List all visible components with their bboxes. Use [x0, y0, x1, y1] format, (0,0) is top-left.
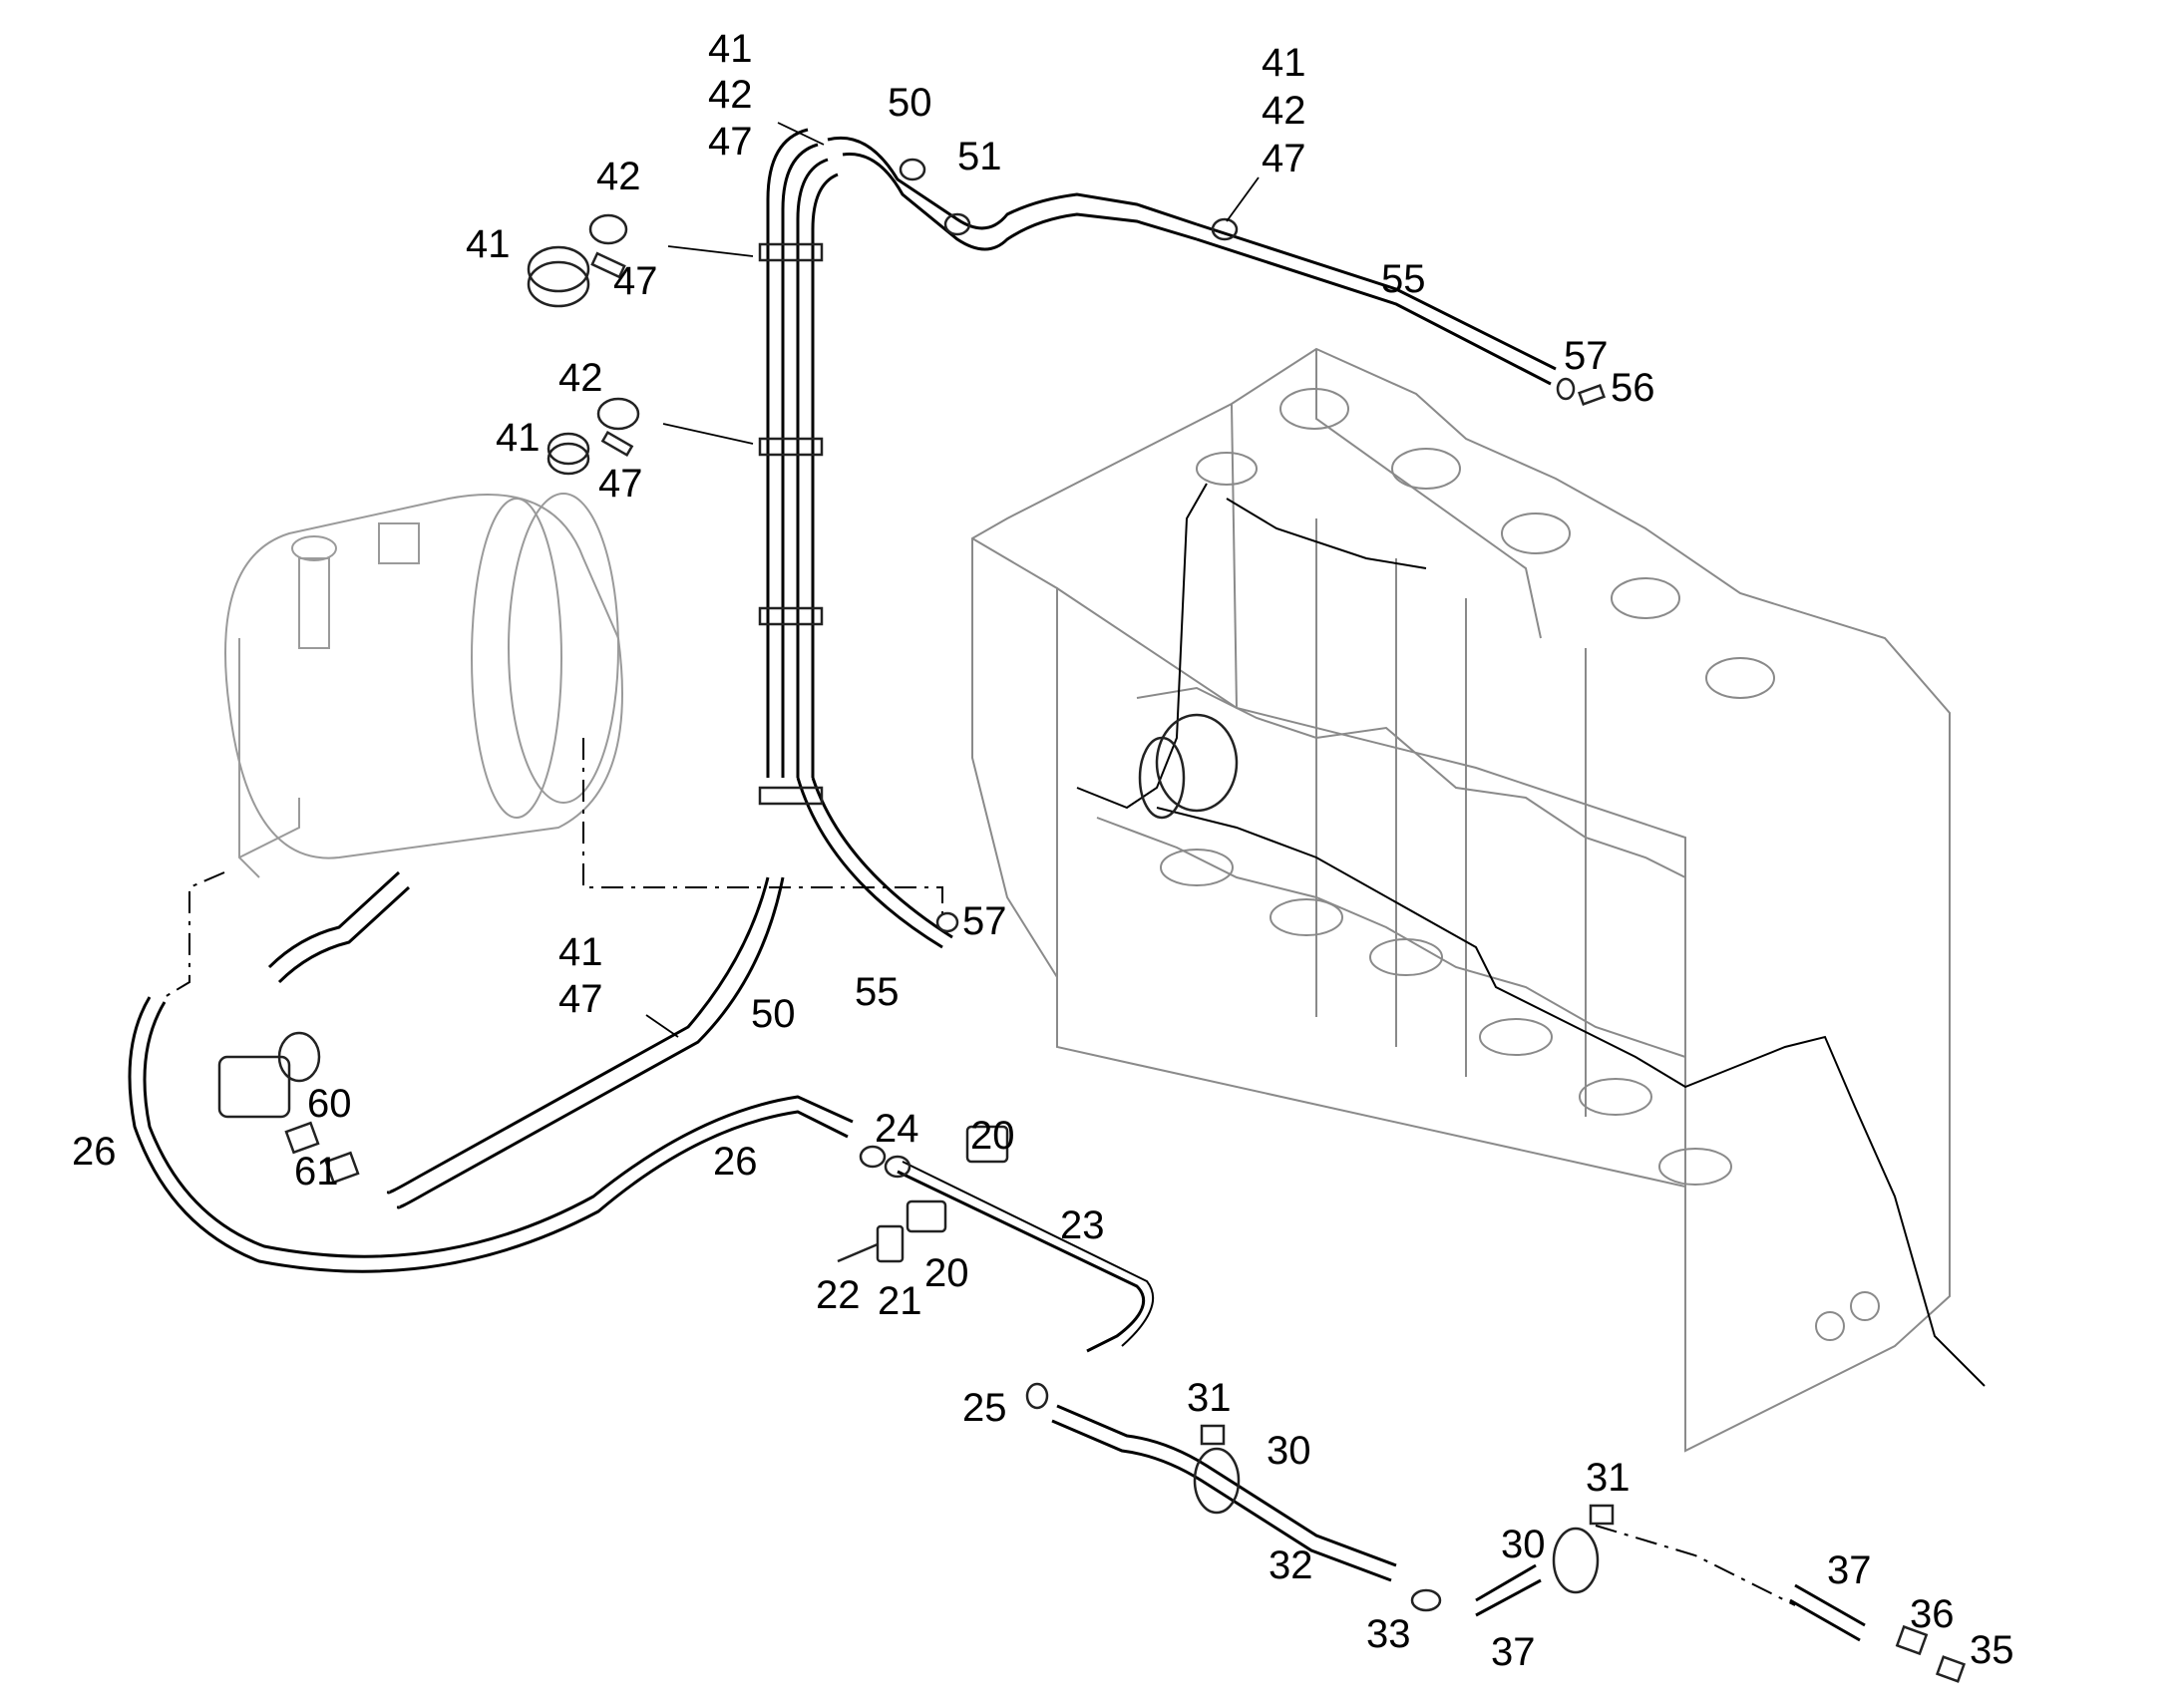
- callout-36: 36: [1910, 1592, 1955, 1636]
- callout-42: 42: [558, 356, 603, 400]
- callout-30: 30: [1501, 1523, 1546, 1566]
- callout-41: 41: [558, 930, 603, 974]
- callout-37: 37: [1491, 1630, 1536, 1674]
- clamps-and-fittings: [217, 158, 1967, 1683]
- callout-55: 55: [855, 970, 900, 1014]
- callout-25: 25: [962, 1386, 1007, 1430]
- tank: [224, 493, 623, 878]
- callout-47: 47: [1262, 137, 1306, 180]
- callout-20: 20: [924, 1251, 969, 1295]
- callout-56: 56: [1611, 366, 1655, 410]
- callout-57: 57: [962, 899, 1007, 943]
- callout-61: 61: [294, 1150, 339, 1194]
- callout-21: 21: [878, 1279, 922, 1323]
- engine-block: [971, 347, 1986, 1453]
- callout-35: 35: [1970, 1628, 2014, 1672]
- callout-55: 55: [1381, 257, 1426, 301]
- callout-26: 26: [72, 1130, 117, 1174]
- callout-31: 31: [1187, 1376, 1232, 1420]
- callout-42: 42: [596, 155, 641, 198]
- callout-33: 33: [1366, 1612, 1411, 1656]
- callout-41: 41: [496, 416, 541, 460]
- callout-37: 37: [1827, 1548, 1872, 1592]
- callout-41: 41: [1262, 41, 1306, 85]
- callout-26: 26: [713, 1140, 758, 1184]
- callout-57: 57: [1564, 334, 1609, 378]
- callout-20: 20: [970, 1114, 1015, 1158]
- callout-22: 22: [816, 1273, 861, 1317]
- callout-32: 32: [1269, 1543, 1313, 1587]
- connection-lines: [164, 738, 1796, 1606]
- callout-47: 47: [558, 977, 603, 1021]
- callout-47: 47: [598, 462, 643, 506]
- part-callouts: 41 42 47 50 51 41 42 47 55 57 56 42 41 4…: [72, 27, 2014, 1674]
- leader-lines: [645, 122, 1260, 1038]
- callout-47: 47: [613, 259, 658, 303]
- callout-47: 47: [708, 120, 753, 164]
- callout-24: 24: [875, 1107, 919, 1151]
- callout-42: 42: [708, 73, 753, 117]
- callout-42: 42: [1262, 89, 1306, 133]
- callout-50: 50: [751, 992, 796, 1036]
- callout-51: 51: [957, 135, 1002, 178]
- callout-41: 41: [466, 222, 511, 266]
- callout-31: 31: [1586, 1456, 1631, 1500]
- callout-23: 23: [1060, 1203, 1105, 1247]
- callout-60: 60: [307, 1082, 352, 1126]
- callout-50: 50: [888, 81, 932, 125]
- callout-41: 41: [708, 27, 753, 71]
- callout-30: 30: [1267, 1429, 1311, 1473]
